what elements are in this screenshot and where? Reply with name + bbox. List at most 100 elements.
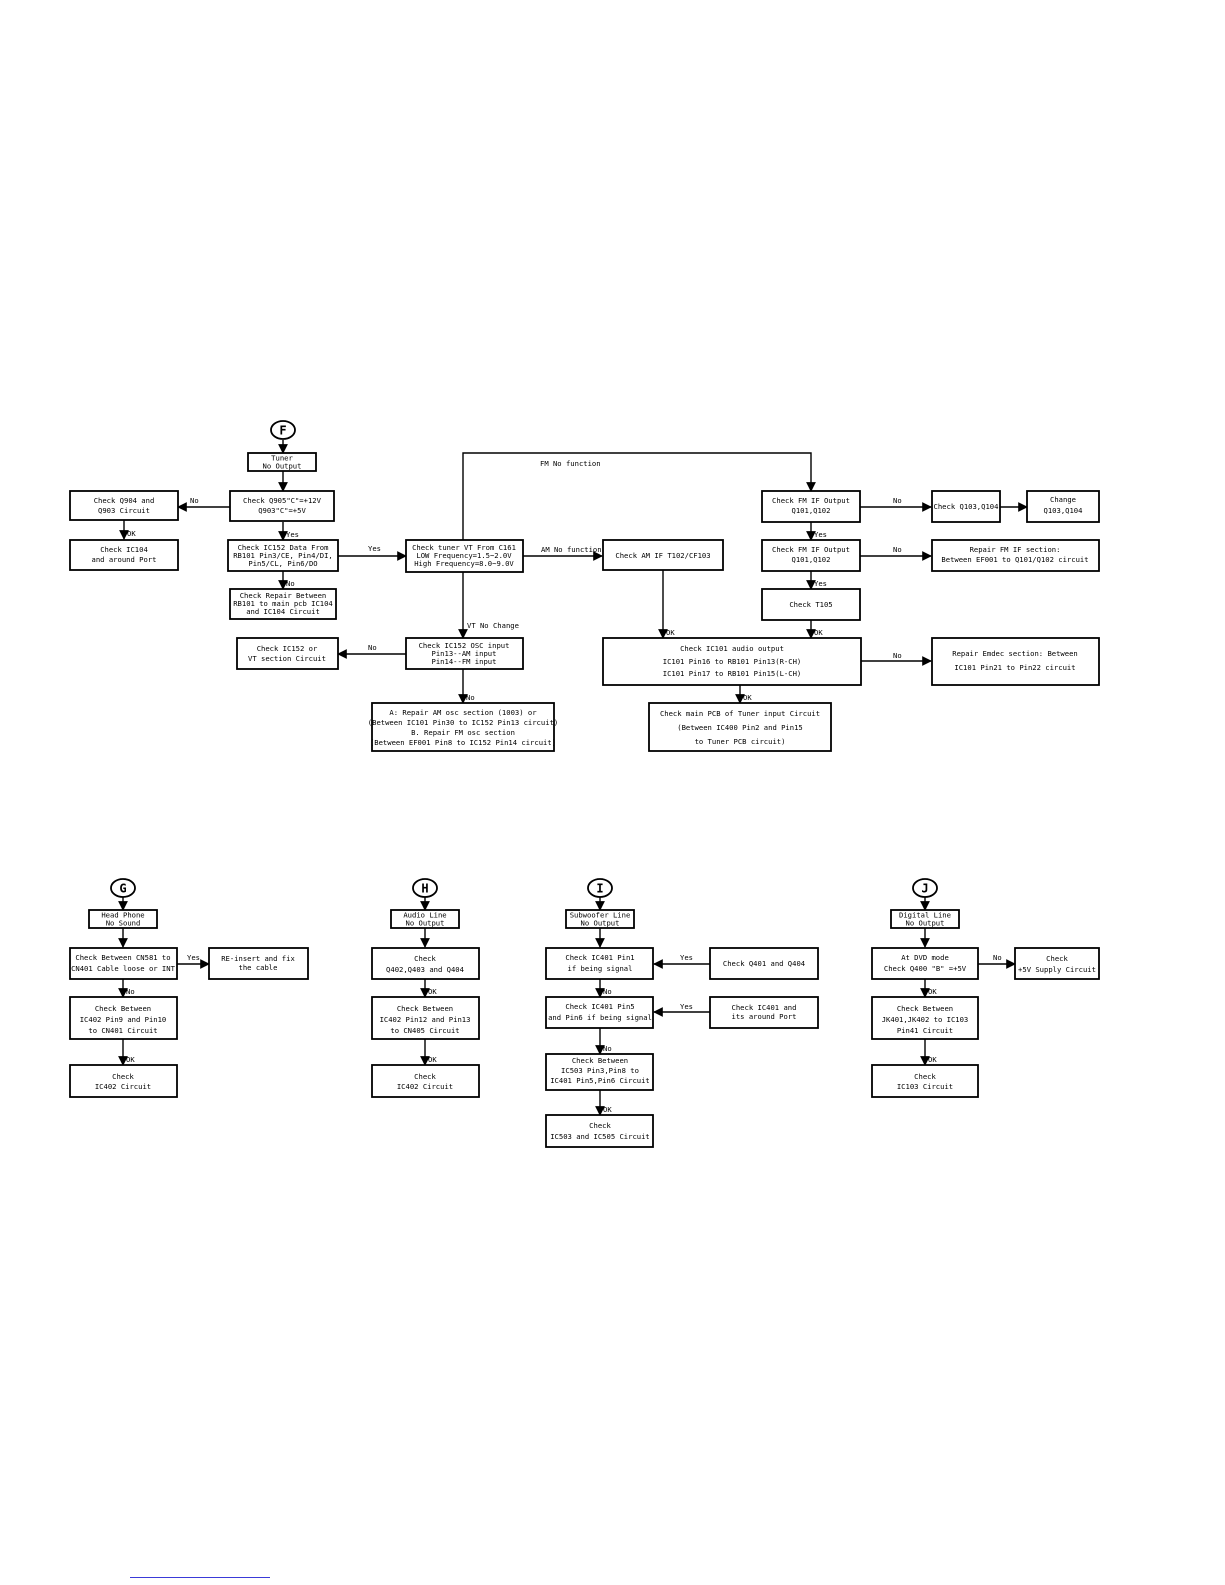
svg-text:IC503 Pin3,Pin8 to: IC503 Pin3,Pin8 to xyxy=(561,1066,639,1075)
terminal-i: I xyxy=(587,878,613,898)
box-tuner-no-output: Tuner No Output xyxy=(247,452,317,472)
svg-text:Check IC152 OSC input: Check IC152 OSC input xyxy=(419,641,510,650)
svg-text:and IC104 Circuit: and IC104 Circuit xyxy=(246,607,320,616)
svg-text:IC103 Circuit: IC103 Circuit xyxy=(897,1082,953,1091)
label-no: No xyxy=(190,496,199,505)
label-ok: OK xyxy=(428,1055,437,1064)
svg-text:Check IC401 Pin5: Check IC401 Pin5 xyxy=(565,1002,634,1011)
box-check-t105: Check T105 xyxy=(761,588,861,621)
box-check-q904: Check Q904 and Q903 Circuit xyxy=(69,490,179,521)
box-check-ic101-audio-output: Check IC101 audio output IC101 Pin16 to … xyxy=(602,637,862,686)
label-yes: Yes xyxy=(286,530,299,539)
label-no: No xyxy=(603,1044,612,1053)
svg-text:Between EF001 to Q101/Q102 cir: Between EF001 to Q101/Q102 circuit xyxy=(941,555,1088,564)
svg-text:Tuner: Tuner xyxy=(271,454,293,463)
svg-text:Pin13--AM input: Pin13--AM input xyxy=(432,649,497,658)
section-j: No OK OK J Digital Line No Output At DVD… xyxy=(871,878,1100,1098)
svg-text:Q103,Q104: Q103,Q104 xyxy=(1044,506,1083,515)
svg-text:(Between EF001 Pin8 to IC152 P: (Between EF001 Pin8 to IC152 Pin14 circu… xyxy=(370,738,556,747)
box-check-q905: Check Q905"C"=+12V Q903"C"=+5V xyxy=(229,490,335,522)
box-head-phone-no-sound: Head Phone No Sound xyxy=(88,909,158,929)
svg-text:IC402 Pin12 and Pin13: IC402 Pin12 and Pin13 xyxy=(380,1015,471,1024)
svg-text:Check IC152 or: Check IC152 or xyxy=(257,644,318,653)
svg-text:its around Port: its around Port xyxy=(732,1012,797,1021)
svg-text:the cable: the cable xyxy=(239,963,278,972)
label-fm-no-function: FM No function xyxy=(540,459,601,468)
svg-text:Check: Check xyxy=(1046,954,1068,963)
svg-text:Q101,Q102: Q101,Q102 xyxy=(792,555,831,564)
label-no: No xyxy=(993,953,1002,962)
box-reinsert-cable: RE-insert and fix the cable xyxy=(208,947,309,980)
box-check-cn581: Check Between CN581 to CN401 Cable loose… xyxy=(69,947,178,980)
svg-text:(Between IC400 Pin2 and Pin15: (Between IC400 Pin2 and Pin15 xyxy=(677,723,803,732)
svg-text:Check Q400 "B" =+5V: Check Q400 "B" =+5V xyxy=(884,964,967,973)
svg-text:IC402 Circuit: IC402 Circuit xyxy=(95,1082,151,1091)
box-check-fm-if-output-1: Check FM IF Output Q101,Q102 xyxy=(761,490,861,523)
svg-text:Check Between: Check Between xyxy=(397,1004,453,1013)
svg-text:Check Between: Check Between xyxy=(572,1056,628,1065)
svg-text:and Pin6 if being signal: and Pin6 if being signal xyxy=(548,1013,652,1022)
svg-text:to CN405 Circuit: to CN405 Circuit xyxy=(390,1026,459,1035)
box-check-between-ic402-cn405: Check Between IC402 Pin12 and Pin13 to C… xyxy=(371,996,480,1040)
box-check-q103-q104: Check Q103,Q104 xyxy=(931,490,1001,523)
box-check-ic104: Check IC104 and around Port xyxy=(69,539,179,571)
box-repair-osc-section: A: Repair AM osc section (1003) or (Betw… xyxy=(368,702,558,752)
footer-divider xyxy=(130,1577,270,1578)
svg-text:Check Between CN581 to: Check Between CN581 to xyxy=(75,953,170,962)
svg-text:No Output: No Output xyxy=(263,462,302,471)
svg-text:Check tuner VT From C161: Check tuner VT From C161 xyxy=(412,543,516,552)
svg-text:JK401,JK402 to IC103: JK401,JK402 to IC103 xyxy=(882,1015,969,1024)
box-repair-fm-if-section: Repair FM IF section: Between EF001 to Q… xyxy=(931,539,1100,572)
terminal-j: J xyxy=(912,878,938,898)
section-f-connectors xyxy=(119,440,1028,704)
svg-text:Check IC401 and: Check IC401 and xyxy=(732,1003,797,1012)
box-digital-line-no-output: Digital Line No Output xyxy=(890,909,960,929)
box-check-am-if: Check AM IF T102/CF103 xyxy=(602,539,724,571)
svg-text:Check IC104: Check IC104 xyxy=(100,545,148,554)
svg-text:+5V Supply Circuit: +5V Supply Circuit xyxy=(1018,965,1096,974)
label-ok: OK xyxy=(428,987,437,996)
box-check-ic503-ic505-circuit: Check IC503 and IC505 Circuit xyxy=(545,1114,654,1148)
box-at-dvd-mode: At DVD mode Check Q400 "B" =+5V xyxy=(871,947,979,980)
svg-text:High Frequency=8.0~9.0V: High Frequency=8.0~9.0V xyxy=(414,559,514,568)
svg-text:J: J xyxy=(921,882,928,896)
svg-text:CN401 Cable loose or INT: CN401 Cable loose or INT xyxy=(71,964,176,973)
svg-text:No Output: No Output xyxy=(581,919,620,928)
label-no: No xyxy=(466,693,475,702)
label-no: No xyxy=(603,987,612,996)
label-ok: OK xyxy=(928,987,937,996)
svg-text:Repair Emdec section: Between: Repair Emdec section: Between xyxy=(952,649,1078,658)
label-yes: Yes xyxy=(368,544,381,553)
svg-text:Check FM IF Output: Check FM IF Output xyxy=(772,496,850,505)
box-repair-emdec-section: Repair Emdec section: Between IC101 Pin2… xyxy=(931,637,1100,686)
label-ok: OK xyxy=(127,529,136,538)
label-no: No xyxy=(368,643,377,652)
label-ok: OK xyxy=(666,628,675,637)
svg-text:Head Phone: Head Phone xyxy=(101,911,144,920)
svg-text:Q903"C"=+5V: Q903"C"=+5V xyxy=(258,506,306,515)
terminal-g: G xyxy=(110,878,136,898)
svg-text:Check AM IF T102/CF103: Check AM IF T102/CF103 xyxy=(615,551,710,560)
box-check-q401-q404: Check Q401 and Q404 xyxy=(709,947,819,980)
svg-text:Q402,Q403 and Q404: Q402,Q403 and Q404 xyxy=(386,965,464,974)
terminal-f: F xyxy=(270,420,296,440)
svg-text:Check Q905"C"=+12V: Check Q905"C"=+12V xyxy=(243,496,322,505)
svg-text:Check Between: Check Between xyxy=(897,1004,953,1013)
box-check-ic401-pin5: Check IC401 Pin5 and Pin6 if being signa… xyxy=(545,996,654,1029)
box-check-ic401-pin1: Check IC401 Pin1 if being signal xyxy=(545,947,654,980)
svg-text:Check FM IF Output: Check FM IF Output xyxy=(772,545,850,554)
svg-text:(Between IC101 Pin30 to IC152: (Between IC101 Pin30 to IC152 Pin13 circ… xyxy=(368,718,558,727)
section-g: Yes No OK G Head Phone No Sound Check Be… xyxy=(69,878,309,1098)
svg-text:Check IC401 Pin1: Check IC401 Pin1 xyxy=(565,953,634,962)
label-no: No xyxy=(286,579,295,588)
svg-text:B. Repair FM osc section: B. Repair FM osc section xyxy=(411,728,515,737)
svg-text:IC503 and IC505 Circuit: IC503 and IC505 Circuit xyxy=(550,1132,650,1141)
section-i: Yes No Yes No OK I Subwoofer Line No Out… xyxy=(545,878,819,1148)
svg-text:No Output: No Output xyxy=(406,919,445,928)
svg-text:Pin41 Circuit: Pin41 Circuit xyxy=(897,1026,953,1035)
label-ok: OK xyxy=(603,1105,612,1114)
label-no: No xyxy=(893,545,902,554)
svg-text:Check IC101 audio output: Check IC101 audio output xyxy=(680,644,784,653)
label-vt-no-change: VT No Change xyxy=(467,621,519,630)
label-yes: Yes xyxy=(814,579,827,588)
